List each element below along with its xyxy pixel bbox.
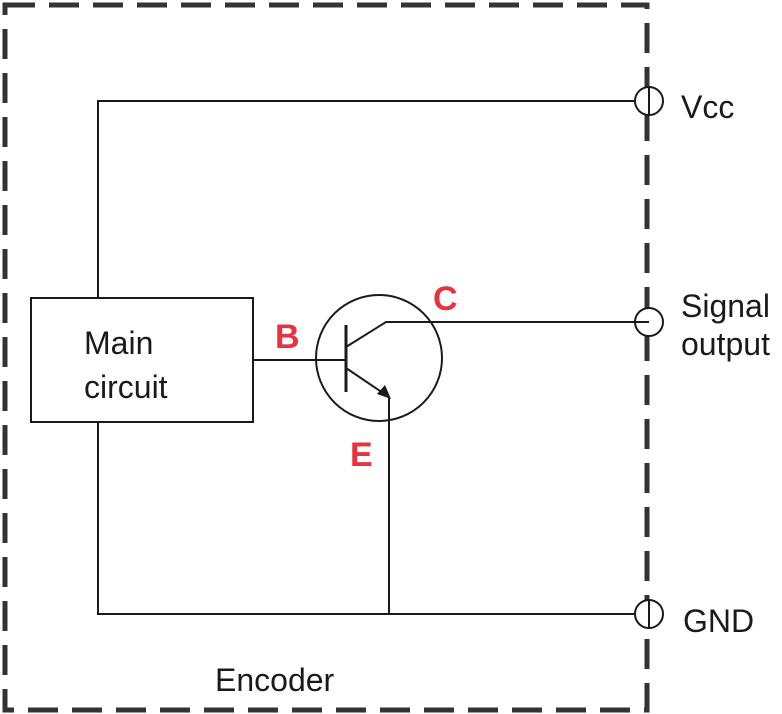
vcc-wire <box>97 100 634 297</box>
emitter-pin-label: E <box>350 436 373 474</box>
main-circuit-label-line1: Main <box>84 325 153 361</box>
vcc-label: Vcc <box>681 89 734 125</box>
emitter-arrow-icon <box>377 385 391 399</box>
signal-output-label-line1: Signal <box>681 288 770 324</box>
transistor-body <box>315 294 443 422</box>
npn-transistor-symbol <box>315 294 634 422</box>
main-circuit-label-line2: circuit <box>84 369 168 405</box>
base-pin-label: B <box>275 318 300 356</box>
signal-output-terminal[interactable] <box>634 307 664 337</box>
main-circuit-box <box>30 297 254 423</box>
collector-lead <box>345 321 634 348</box>
encoder-label: Encoder <box>215 662 335 698</box>
gnd-label: GND <box>683 603 754 639</box>
ground-wire <box>97 422 634 615</box>
gnd-terminal[interactable] <box>634 599 664 629</box>
vcc-terminal[interactable] <box>634 86 664 116</box>
collector-pin-label: C <box>433 280 458 318</box>
signal-output-label-line2: output <box>681 326 770 362</box>
encoder-enclosure <box>2 2 650 713</box>
